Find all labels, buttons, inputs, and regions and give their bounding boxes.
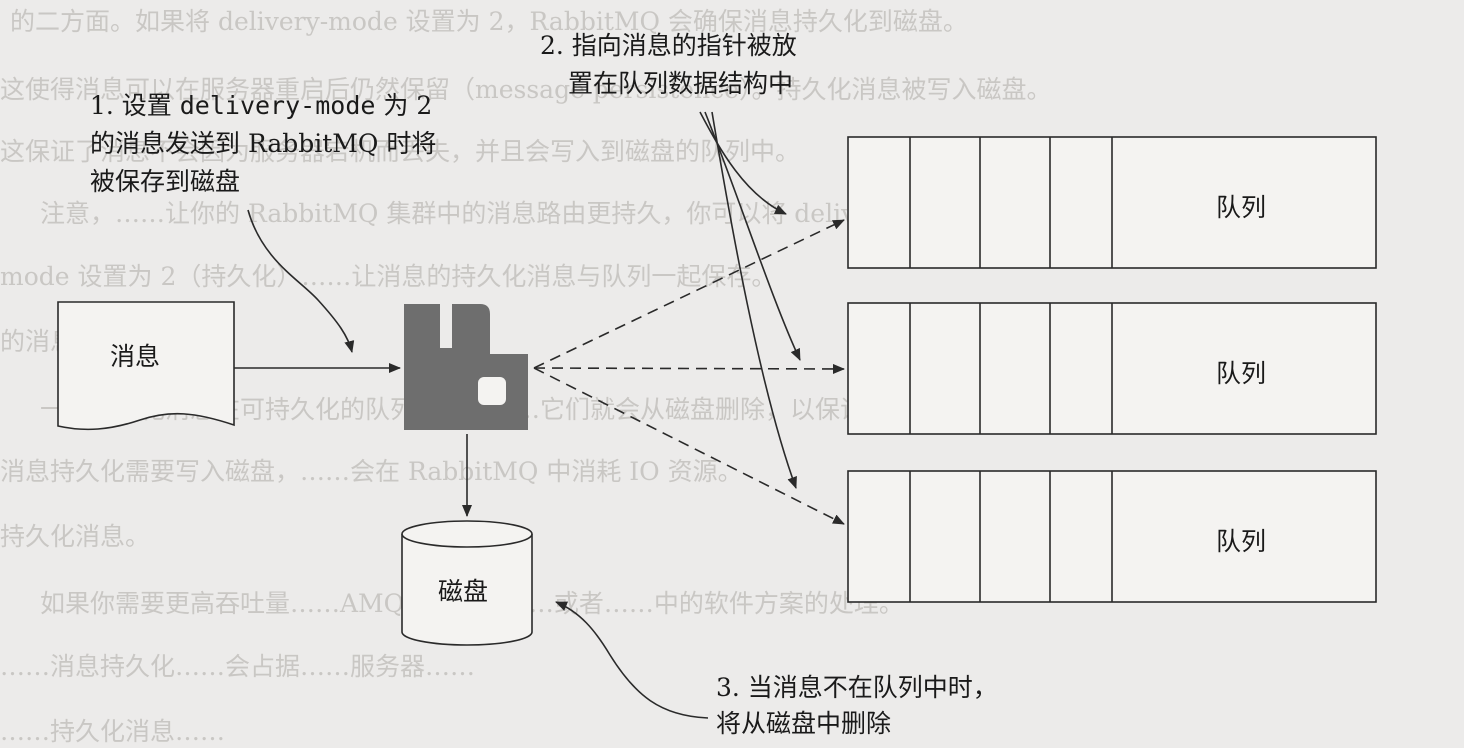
background-line: 这保证了消息不会因为服务器宕机而丢失，并且会写入到磁盘的队列中。 xyxy=(0,137,800,166)
disk-label: 磁盘 xyxy=(438,577,488,606)
annotation-step-2: 2. 指向消息的指针被放 置在队列数据结构中 xyxy=(540,31,797,98)
pointer-arrow-queue3 xyxy=(711,111,797,489)
queue-2: 队列 xyxy=(847,302,1377,435)
pointer-arrows xyxy=(699,111,801,489)
annotation-step-3: 3. 当消息不在队列中时， 将从磁盘中删除 xyxy=(716,673,998,738)
background-line: 注意，……让你的 RabbitMQ 集群中的消息路由更持久，你可以将 deliv… xyxy=(40,199,905,228)
annotation-1-prefix: 1. 设置 xyxy=(90,91,180,120)
queue-1: 队列 xyxy=(847,136,1377,269)
background-line: mode 设置为 2（持久化）……让消息的持久化消息与队列一起保存。 xyxy=(0,262,776,291)
background-line: 消息持久化需要写入磁盘，……会在 RabbitMQ 中消耗 IO 资源。 xyxy=(0,457,743,486)
annotation-3-line2: 将从磁盘中删除 xyxy=(716,709,891,738)
pointer-arrow-queue2 xyxy=(704,111,801,361)
queue-3: 队列 xyxy=(847,470,1377,603)
queue-3-label: 队列 xyxy=(1216,527,1266,556)
annotation-2-line1: 2. 指向消息的指针被放 xyxy=(540,31,797,60)
annotation-1-line3: 被保存到磁盘 xyxy=(90,167,240,196)
broker-to-queue2-arrow xyxy=(533,363,845,374)
background-line: 持久化消息。 xyxy=(0,522,150,551)
rabbitmq-logo-hole xyxy=(478,377,506,405)
disk-top xyxy=(401,520,533,548)
rabbitmq-logo-shape xyxy=(404,304,528,430)
annotation-3-line1: 3. 当消息不在队列中时， xyxy=(716,673,998,702)
disk-cylinder: 磁盘 xyxy=(401,520,533,646)
background-line: 的二方面。如果将 delivery-mode 设置为 2，RabbitMQ 会确… xyxy=(10,7,968,36)
annotation-step-1: 1. 设置 delivery-mode 为 2 的消息发送到 RabbitMQ … xyxy=(90,91,436,196)
annotation-3-arrow xyxy=(555,601,709,719)
message-label: 消息 xyxy=(110,342,160,371)
background-line: ……消息持久化……会占据……服务器…… xyxy=(0,652,475,681)
annotation-1-code: delivery-mode xyxy=(180,91,376,120)
rabbitmq-logo-icon xyxy=(404,304,528,430)
annotation-1-line2: 的消息发送到 RabbitMQ 时将 xyxy=(90,129,436,158)
disk-body xyxy=(401,534,533,646)
pointer-arrow-queue1 xyxy=(699,111,787,215)
annotation-1-line1: 1. 设置 delivery-mode 为 2 xyxy=(90,91,432,120)
broker-to-queue3-arrow xyxy=(533,367,845,525)
queue-2-label: 队列 xyxy=(1216,359,1266,388)
broker-to-queue-arrows xyxy=(533,219,845,525)
broker-to-queue1-arrow xyxy=(533,219,845,369)
background-line: 这使得消息可以在服务器重启后仍然保留（message persistence）。… xyxy=(0,75,1051,104)
message-document-shape xyxy=(57,301,235,431)
annotation-2-line2: 置在队列数据结构中 xyxy=(568,69,793,98)
queue-1-label: 队列 xyxy=(1216,193,1266,222)
annotation-1-suffix: 为 2 xyxy=(375,91,432,120)
annotation-1-arrow xyxy=(247,209,355,353)
background-line: ……持久化消息…… xyxy=(0,717,225,746)
message-document: 消息 xyxy=(57,301,235,431)
